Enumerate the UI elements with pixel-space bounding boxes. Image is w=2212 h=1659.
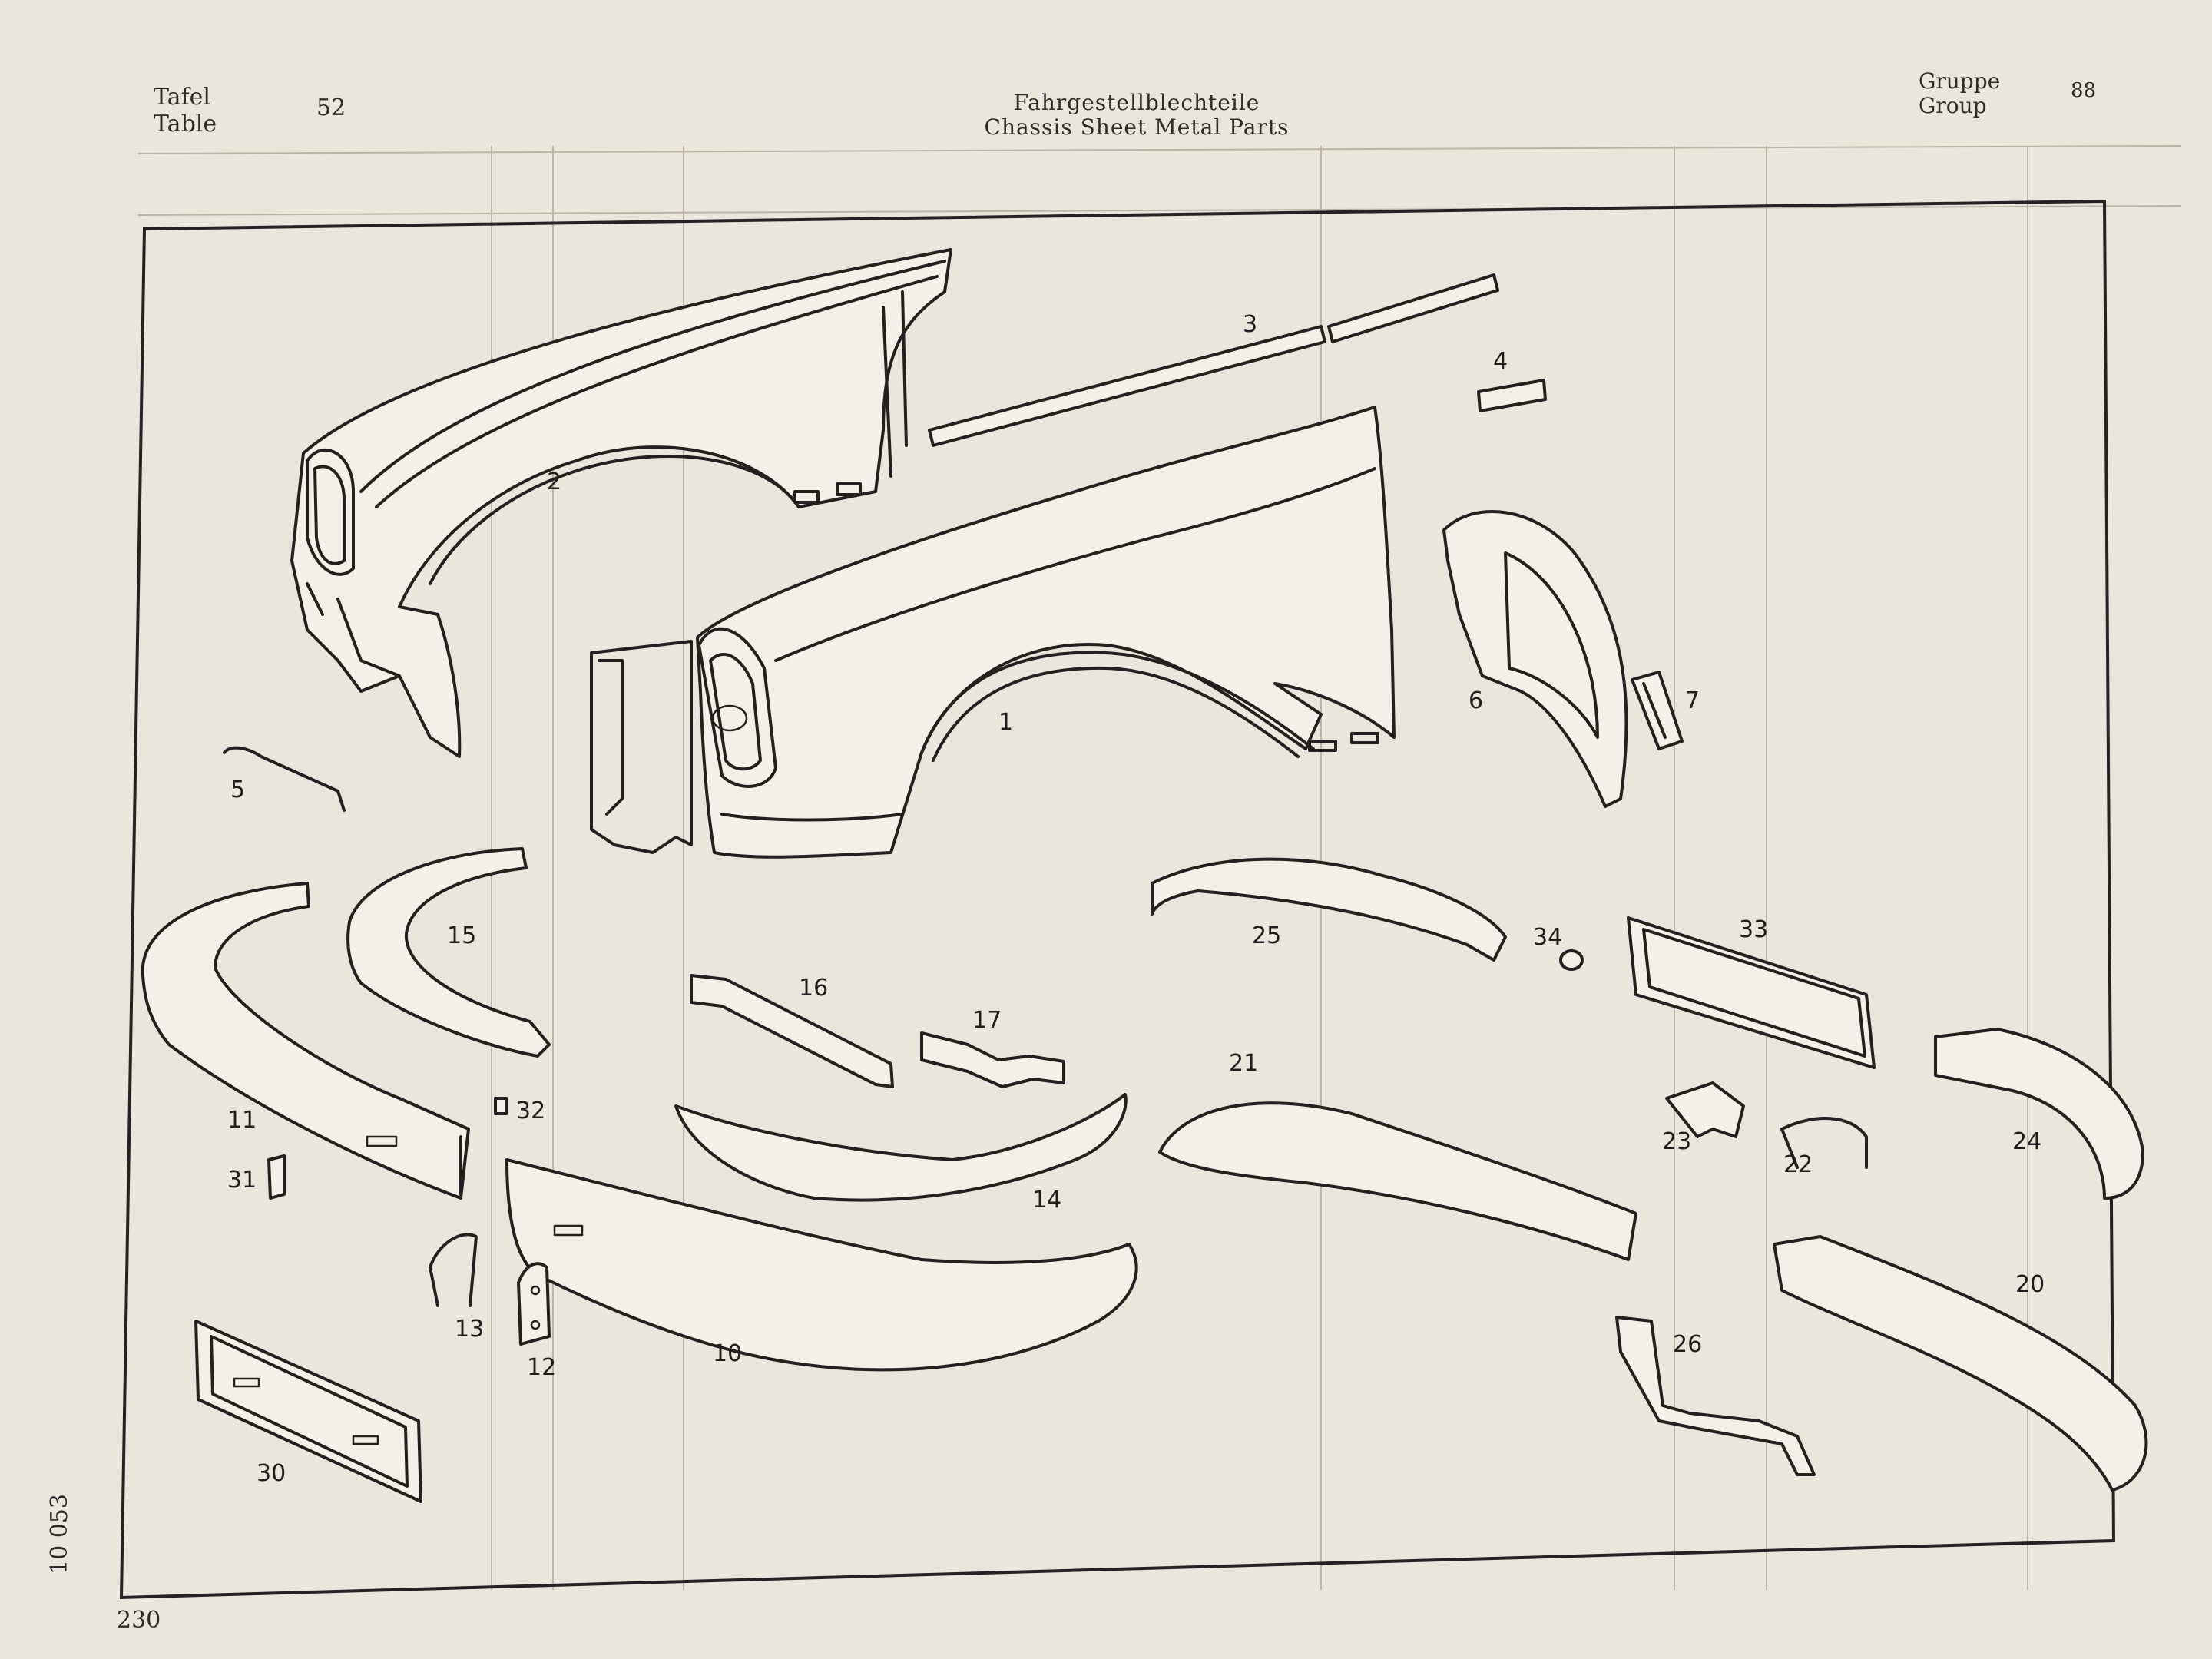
table-caption: Tafel Table — [154, 84, 217, 137]
part-25-trim — [1151, 857, 1507, 962]
part-number-labels: 1 2 3 4 5 6 7 10 11 12 13 14 15 16 17 20… — [227, 311, 2045, 1487]
part-label-16: 16 — [799, 975, 828, 1002]
part-31-pad — [267, 1154, 286, 1200]
part-label-34: 34 — [1533, 924, 1562, 951]
part-2-fender-inner — [290, 248, 952, 758]
part-label-15: 15 — [447, 922, 476, 949]
part-10-bumper — [505, 1158, 1138, 1372]
part-14-bumper — [674, 1093, 1128, 1202]
part-label-12: 12 — [527, 1354, 556, 1381]
part-label-4: 4 — [1493, 348, 1508, 375]
table-number: 52 — [316, 94, 346, 121]
part-label-32: 32 — [516, 1098, 545, 1124]
part-13-bracket — [429, 1233, 478, 1307]
part-label-24: 24 — [2012, 1128, 2041, 1155]
part-label-17: 17 — [972, 1007, 1002, 1034]
part-7-bracket — [1631, 671, 1684, 750]
page-number: 230 — [117, 1607, 161, 1634]
part-label-31: 31 — [227, 1167, 257, 1194]
page-title-de: Fahrgestellblechteile — [1013, 90, 1260, 115]
part-label-22: 22 — [1783, 1151, 1813, 1178]
part-label-25: 25 — [1252, 922, 1281, 949]
group-caption-de: Gruppe — [1919, 68, 2001, 94]
diagram-frame — [119, 199, 2116, 1600]
part-34-cap — [1559, 949, 1584, 971]
part-label-20: 20 — [2015, 1271, 2045, 1298]
part-label-7: 7 — [1685, 687, 1700, 714]
page-title: Fahrgestellblechteile Chassis Sheet Meta… — [860, 90, 1413, 141]
part-20-bumper — [1773, 1235, 2148, 1492]
part-label-11: 11 — [227, 1107, 257, 1134]
part-4-strip — [1477, 379, 1547, 412]
part-22-clamp — [1780, 1117, 1868, 1169]
group-caption-en: Group — [1919, 93, 1987, 119]
part-label-21: 21 — [1229, 1050, 1258, 1077]
group-caption: Gruppe Group — [1919, 68, 2001, 119]
part-17-clip — [920, 1031, 1065, 1088]
part-1-front-fender — [590, 406, 1396, 859]
part-label-3: 3 — [1243, 311, 1257, 338]
part-label-26: 26 — [1673, 1331, 1702, 1358]
part-33-plate — [1627, 916, 1876, 1069]
part-3-rail — [928, 273, 1499, 447]
page-title-en: Chassis Sheet Metal Parts — [984, 114, 1290, 141]
part-11-corner-bumper — [141, 882, 470, 1200]
part-23-bracket — [1665, 1081, 1745, 1138]
part-30-plate-holder — [194, 1320, 422, 1503]
table-caption-en: Table — [154, 110, 217, 137]
part-label-5: 5 — [230, 777, 245, 803]
part-label-6: 6 — [1469, 687, 1483, 714]
part-21-bumper — [1158, 1101, 1637, 1261]
table-caption-de: Tafel — [154, 84, 211, 111]
part-24-corner-bumper — [1934, 1028, 2144, 1200]
group-number: 88 — [2071, 79, 2097, 102]
part-15-corner-bumper — [346, 847, 551, 1058]
part-label-33: 33 — [1739, 916, 1768, 943]
part-32-clip — [494, 1097, 508, 1115]
part-6-panel — [1442, 510, 1628, 808]
side-code: 10 053 — [46, 1494, 73, 1575]
part-26-bracket — [1615, 1316, 1816, 1476]
part-label-13: 13 — [455, 1316, 484, 1343]
part-label-30: 30 — [257, 1460, 286, 1487]
part-label-2: 2 — [547, 469, 561, 495]
part-label-10: 10 — [713, 1340, 742, 1367]
part-16-bracket — [690, 974, 894, 1088]
part-5-rod — [223, 746, 346, 812]
part-12-plate — [517, 1262, 551, 1346]
part-label-14: 14 — [1032, 1187, 1061, 1214]
part-label-23: 23 — [1662, 1128, 1691, 1155]
part-label-1: 1 — [998, 709, 1013, 736]
